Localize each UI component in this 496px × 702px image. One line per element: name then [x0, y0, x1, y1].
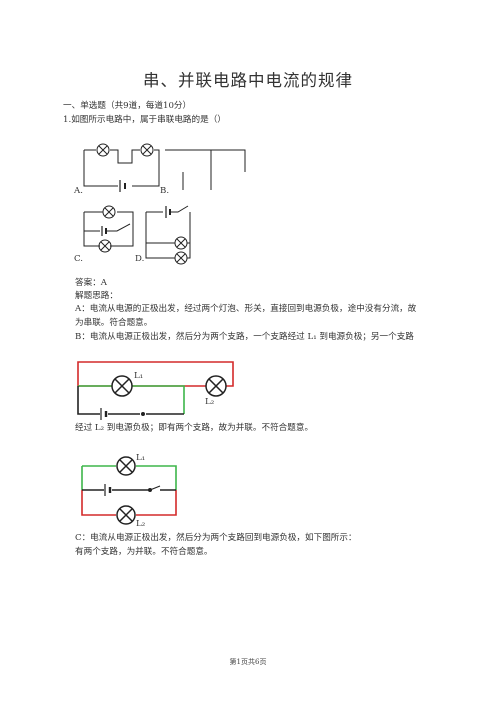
section-header: 一、单选题（共9道，每道10分）	[63, 101, 192, 111]
fig-b-label-l1: L₁	[134, 371, 144, 381]
analysis-c-line2: 有两个支路，为并联。不符合题意。	[75, 547, 213, 557]
analysis-a-line2: 为串联。符合题意。	[75, 318, 153, 328]
option-a-label: A.	[74, 186, 83, 196]
option-c-label: C.	[74, 254, 84, 264]
analysis-title: 解题思路：	[75, 291, 118, 301]
analysis-c-line1: C：电流从电源正极出发，然后分为两个支路回到电源负极，如下图所示：	[75, 533, 357, 543]
option-d-label: D.	[135, 254, 145, 264]
fig-c-label-l1: L₁	[136, 453, 146, 463]
fig-c-label-l2: L₂	[136, 519, 146, 529]
page-title: 串、并联电路中电流的规律	[143, 71, 353, 90]
question-text: 1.如图所示电路中，属于串联电路的是（）	[63, 115, 226, 125]
answer-text: 答案：A	[75, 278, 107, 288]
fig-b-label-l2: L₂	[205, 397, 215, 407]
analysis-b-line1: B：电流从电源正极出发，然后分为两个支路，一个支路经过 L₁ 到电源负极；另一个…	[75, 332, 414, 342]
analysis-b-line2: 经过 L₂ 到电源负极；即有两个支路，故为并联。不符合题意。	[75, 423, 314, 433]
analysis-a-line1: A：电流从电源的正极出发，经过两个灯泡、形关，直接回到电源负极，途中没有分流，故	[75, 304, 417, 314]
page-footer: 第1页共6页	[229, 658, 267, 666]
option-b-label: B.	[160, 186, 170, 196]
